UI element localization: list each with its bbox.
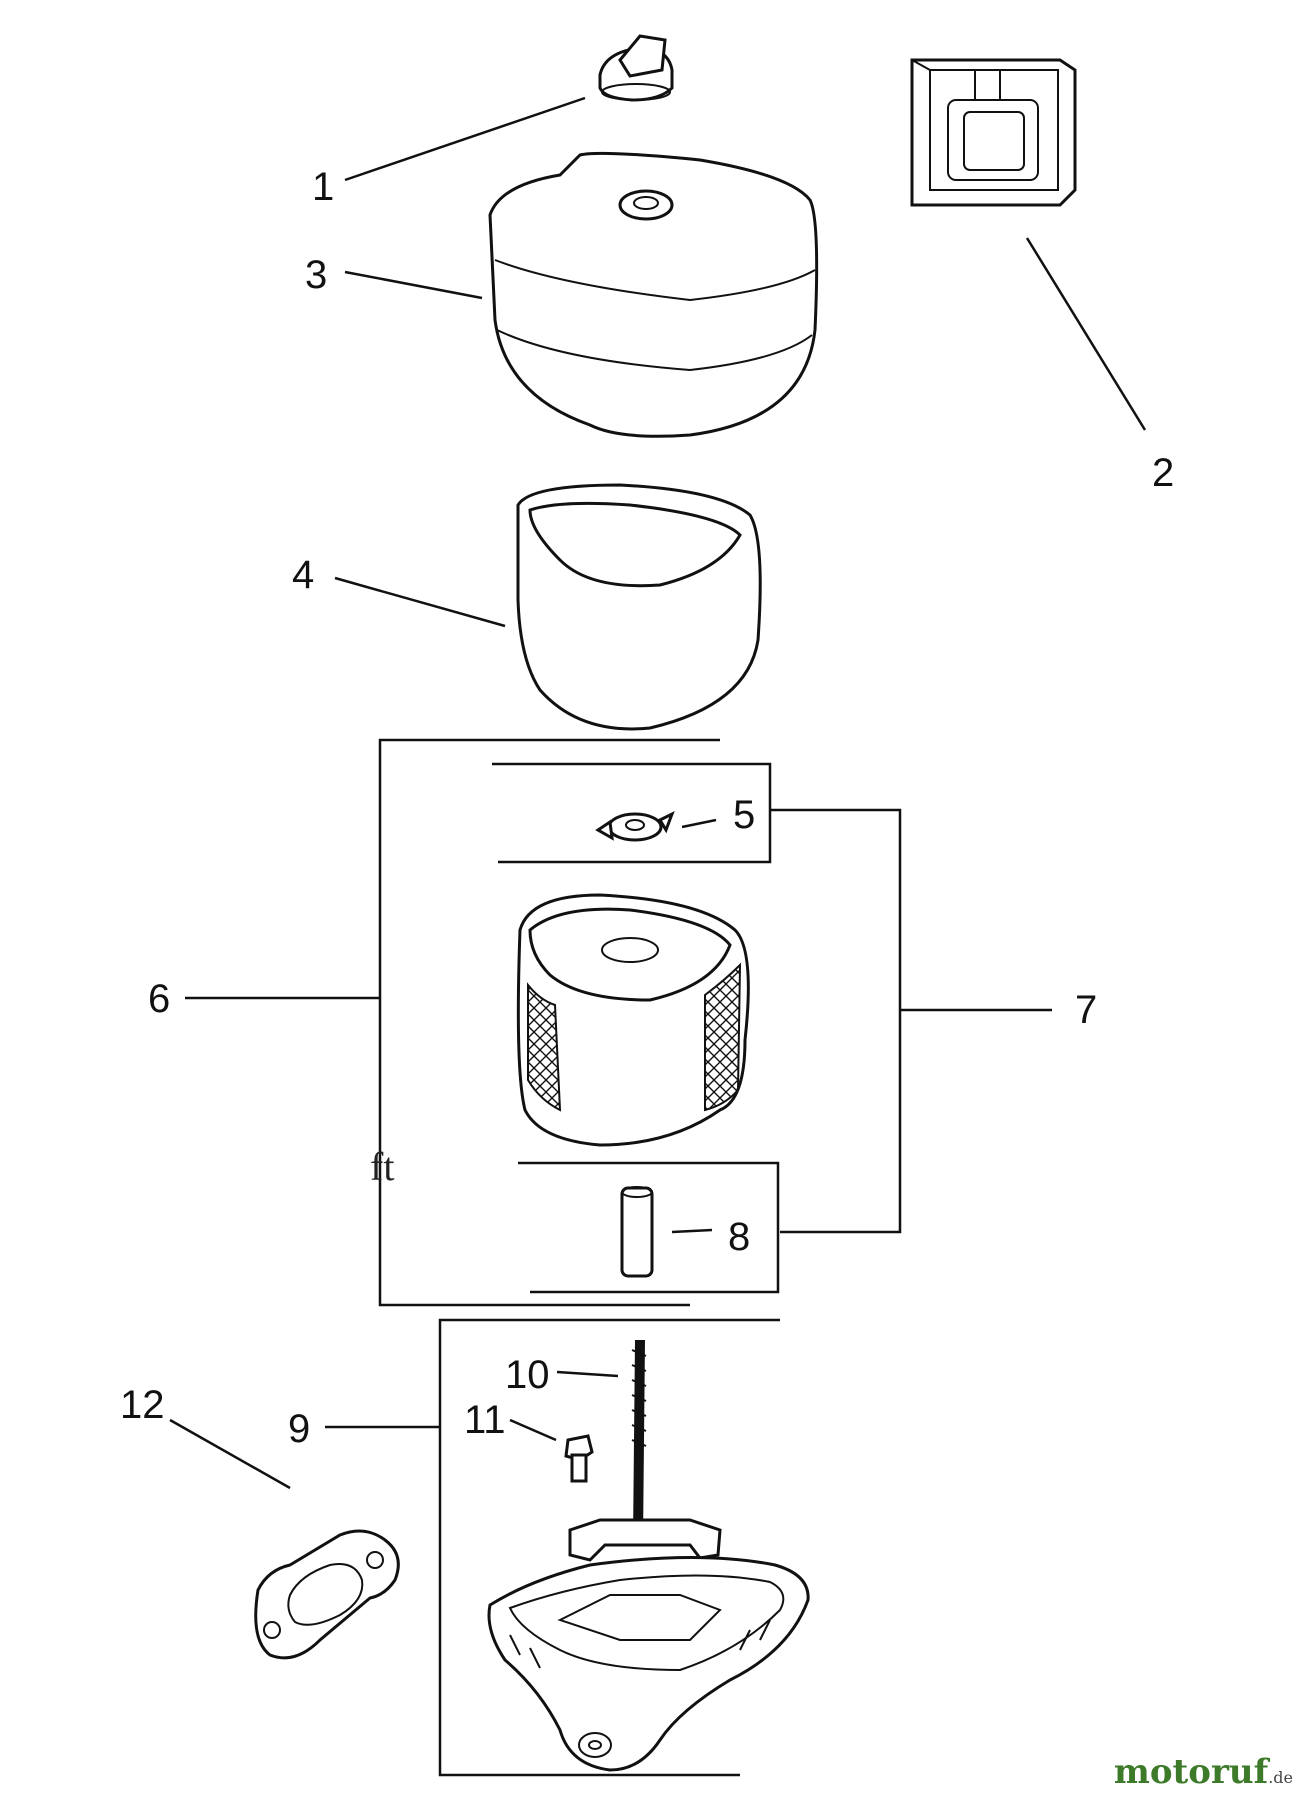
precleaner-part [910,58,1077,207]
watermark-main: motoruf [1113,1752,1269,1792]
callout-9: 9 [288,1407,310,1451]
bracket-9 [325,1318,780,1777]
callout-1: 1 [312,165,334,209]
bracket-7 [770,808,1052,1234]
callout-12: 12 [120,1383,165,1427]
knob-part [598,34,674,102]
callout-3: 3 [305,253,327,297]
callout-2: 2 [1152,451,1174,495]
callout-4: 4 [292,553,314,597]
leader-10 [556,1370,619,1378]
screw-part [564,1434,594,1483]
watermark-tld: .de [1268,1768,1293,1787]
box-8 [518,1161,780,1294]
box-5 [492,762,772,864]
leader-5 [681,818,717,829]
leader-3 [344,270,483,300]
wing-nut-part [595,810,675,842]
stray-text: ft [370,1144,394,1189]
callout-6: 6 [148,977,170,1021]
base-plate-part [487,1556,810,1772]
leader-12 [169,1418,291,1490]
callout-7: 7 [1075,988,1097,1032]
callout-5: 5 [733,793,755,837]
leader-2 [1025,237,1147,431]
gasket-part [254,1529,400,1660]
leader-8 [671,1228,713,1234]
foam-precleaner-part [516,483,762,731]
watermark-logo: motoruf.de [1114,1752,1293,1792]
leader-1 [344,96,586,182]
paper-filter-part [516,893,750,1147]
callout-11: 11 [464,1398,506,1442]
leader-11 [509,1418,557,1442]
callout-8: 8 [728,1215,750,1259]
bracket-6 [185,738,720,1307]
leader-4 [334,576,506,628]
cover-part [488,151,819,438]
callout-10: 10 [505,1353,550,1397]
stud-part [568,1339,722,1562]
spacer-tube-part [620,1186,654,1278]
